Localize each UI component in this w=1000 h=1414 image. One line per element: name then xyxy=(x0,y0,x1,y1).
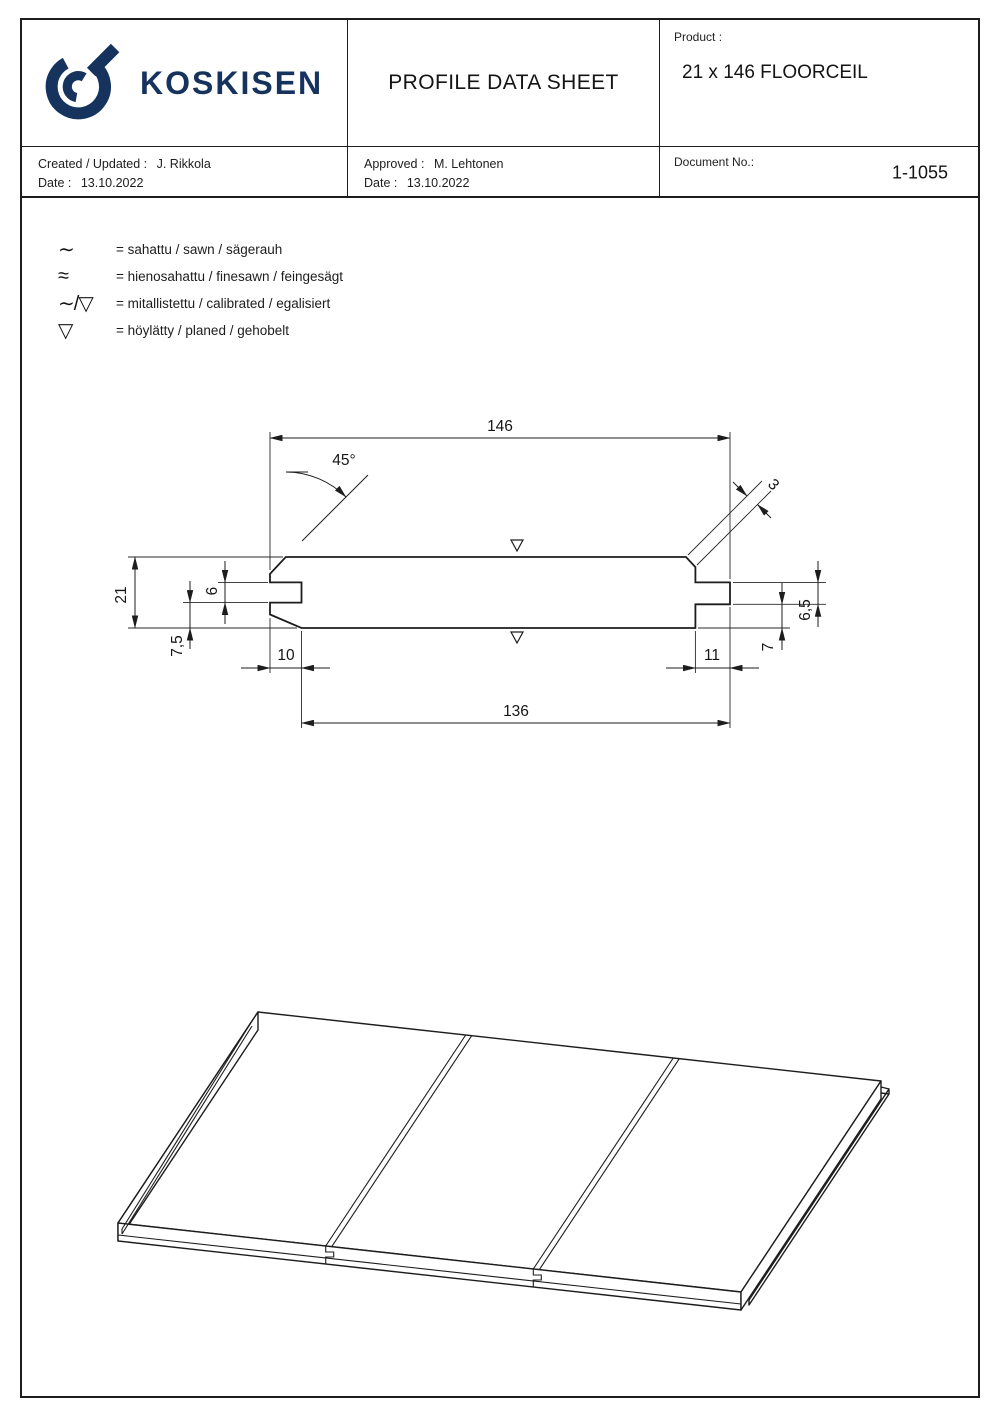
svg-text:6: 6 xyxy=(204,587,221,596)
finesawn-symbol-icon: ≈ xyxy=(58,265,69,287)
dim-chamfer-angle: 45° xyxy=(285,452,369,542)
product-value: 21 x 146 FLOORCEIL xyxy=(682,62,868,83)
svg-text:21: 21 xyxy=(113,586,130,603)
dim-groove-height: 6 xyxy=(183,561,268,624)
svg-text:45°: 45° xyxy=(332,452,355,469)
page-title: PROFILE DATA SHEET xyxy=(388,71,619,94)
page-border: KOSKISEN PROFILE DATA SHEET Product : 21… xyxy=(20,18,980,1398)
iso-board-joint-line xyxy=(532,1057,674,1270)
calibrated-symbol-icon: ∼/▽ xyxy=(58,293,94,315)
dim-tongue-to-bottom: 7 xyxy=(698,583,826,651)
dim-tongue-thickness: 6,5 xyxy=(733,561,826,627)
legend-item-planed: ▽ = höylätty / planed / gehobelt xyxy=(58,317,343,344)
dim-groove-depth: 10 xyxy=(241,618,330,728)
svg-text:3: 3 xyxy=(764,476,782,494)
svg-text:6,5: 6,5 xyxy=(797,599,814,621)
product-label: Product : xyxy=(674,30,723,44)
header: KOSKISEN PROFILE DATA SHEET Product : 21… xyxy=(22,20,978,198)
legend-text-calibrated: = mitallistettu / calibrated / egalisier… xyxy=(116,296,331,311)
approved-date: 13.10.2022 xyxy=(406,176,470,191)
planed-symbol-top xyxy=(509,539,525,553)
svg-text:7,5: 7,5 xyxy=(169,635,186,657)
legend-text-planed: = höylätty / planed / gehobelt xyxy=(116,323,290,338)
dim-thickness: 21 xyxy=(113,556,297,629)
koskisen-logo-icon xyxy=(45,43,120,120)
created-value: J. Rikkola xyxy=(156,157,211,171)
approved-label: Approved : xyxy=(364,157,425,171)
iso-tongue xyxy=(748,1088,890,1306)
dim-chamfer-size: 3 xyxy=(687,476,782,566)
svg-text:7: 7 xyxy=(760,643,777,652)
dim-groove-to-bottom: 7,5 xyxy=(169,581,194,657)
dim-tongue-length: 11 xyxy=(666,607,759,728)
document-no-label: Document No.: xyxy=(674,155,755,169)
planed-symbol-bottom xyxy=(509,631,525,645)
created-date-label: Date : xyxy=(38,176,72,191)
iso-groove-line xyxy=(121,1020,253,1230)
iso-board-joint-line xyxy=(325,1034,467,1247)
svg-text:136: 136 xyxy=(503,703,529,720)
logo-cell: KOSKISEN xyxy=(22,20,347,146)
isometric-view-drawing xyxy=(117,1011,890,1311)
created-label: Created / Updated : xyxy=(38,157,148,171)
cross-section-drawing: 146 45° 3 21 xyxy=(113,418,826,728)
svg-text:11: 11 xyxy=(704,647,720,664)
approved-value: M. Lehtonen xyxy=(433,157,504,171)
document-no-value: 1-1055 xyxy=(891,162,948,182)
iso-board-joint-line xyxy=(331,1035,473,1248)
approved-date-label: Date : xyxy=(364,176,398,191)
board-profile-outline xyxy=(269,556,731,629)
approved-cell: Approved : M. Lehtonen Date : 13.10.2022 xyxy=(347,146,659,198)
iso-front-lip-line xyxy=(117,1234,742,1305)
dim-bottom-width: 136 xyxy=(300,703,731,727)
title-cell: PROFILE DATA SHEET xyxy=(347,20,659,146)
planed-symbol-icon: ▽ xyxy=(58,320,73,342)
svg-text:146: 146 xyxy=(487,418,513,435)
iso-groove-line xyxy=(121,1025,253,1235)
legend-text-sawn: = sahattu / sawn / sägerauh xyxy=(116,242,283,257)
dim-overall-width: 146 xyxy=(269,418,731,579)
sawn-symbol-icon: ∼ xyxy=(58,239,75,261)
legend-item-calibrated: ∼/▽ = mitallistettu / calibrated / egali… xyxy=(58,290,343,317)
legend-item-sawn: ∼ = sahattu / sawn / sägerauh xyxy=(58,236,343,263)
product-cell: Product : 21 x 146 FLOORCEIL xyxy=(659,20,978,146)
legend-text-finesawn: = hienosahattu / finesawn / feingesägt xyxy=(116,269,344,284)
brand-wordmark: KOSKISEN xyxy=(140,64,324,101)
legend-item-finesawn: ≈ = hienosahattu / finesawn / feingesägt xyxy=(58,263,343,290)
created-cell: Created / Updated : J. Rikkola Date : 13… xyxy=(22,146,347,198)
iso-board-joint-line xyxy=(538,1058,680,1271)
svg-text:10: 10 xyxy=(277,647,295,664)
document-no-cell: Document No.: 1-1055 xyxy=(659,146,978,198)
created-date: 13.10.2022 xyxy=(80,176,144,191)
surface-legend: ∼ = sahattu / sawn / sägerauh ≈ = hienos… xyxy=(58,236,343,344)
